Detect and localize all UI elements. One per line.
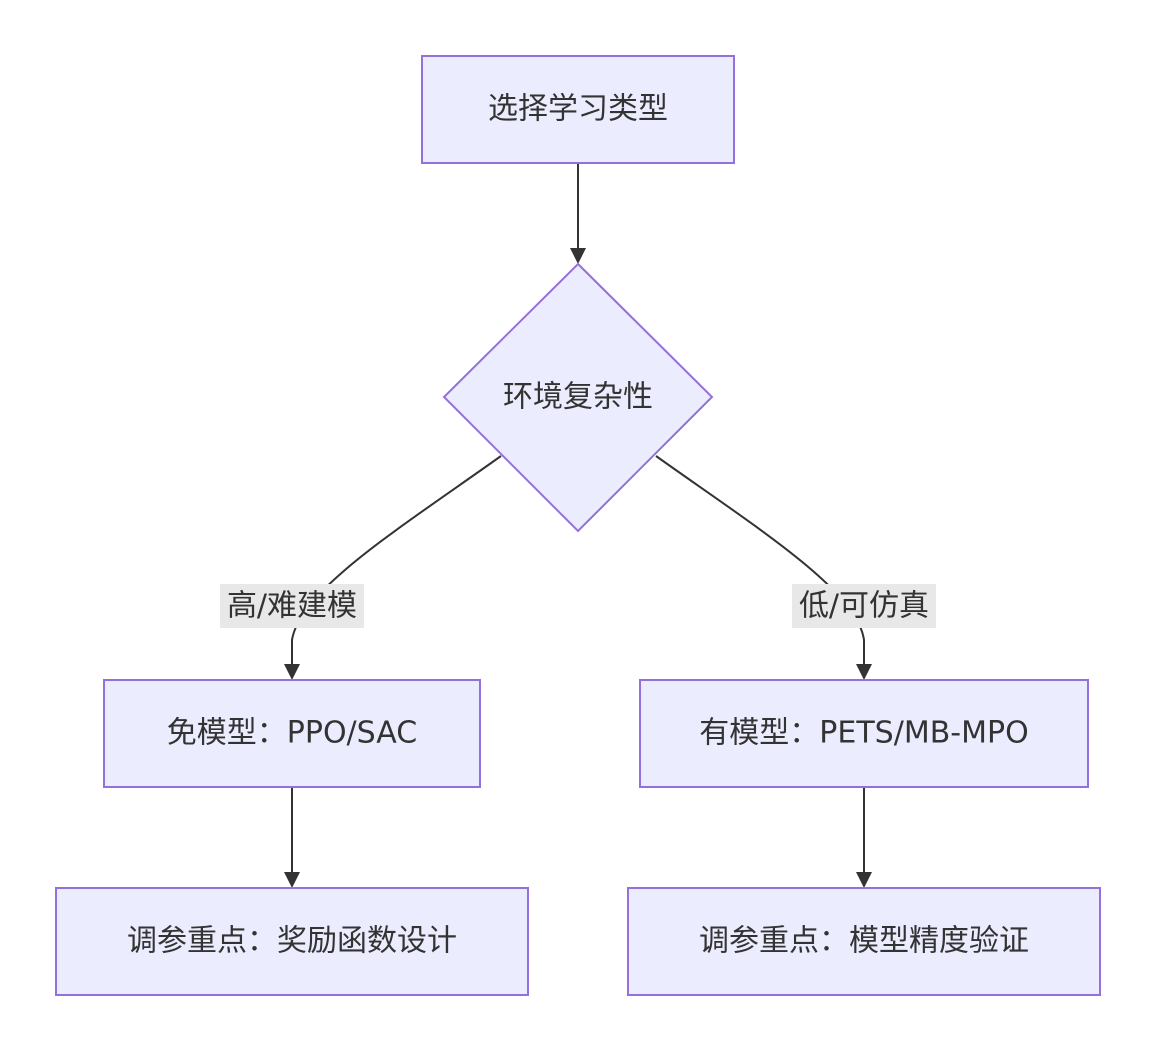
node-tune-based-label: 调参重点：模型精度验证 <box>699 924 1029 959</box>
node-model-free-label: 免模型：PPO/SAC <box>167 716 417 751</box>
edge-label-left-bg <box>220 584 364 628</box>
edge-label-right-text: 低/可仿真 <box>799 589 929 624</box>
arrowhead-start-decision <box>570 248 586 264</box>
node-decision-label: 环境复杂性 <box>503 380 653 415</box>
edge-decision-to-model-free <box>291 455 502 668</box>
node-tune-based[interactable]: 调参重点：模型精度验证 <box>627 887 1101 996</box>
edge-decision-to-model-based <box>655 455 865 668</box>
node-start-label: 选择学习类型 <box>488 92 668 127</box>
node-start-box <box>421 55 735 164</box>
node-tune-based-box <box>627 887 1101 996</box>
node-decision-diamond <box>442 262 714 533</box>
edge-label-left: 高/难建模 <box>220 584 364 628</box>
edge-label-right: 低/可仿真 <box>792 584 936 628</box>
edge-label-right-bg <box>792 584 936 628</box>
node-model-based-box <box>639 679 1089 788</box>
arrowhead-model-free-tune <box>284 872 300 888</box>
node-model-free-box <box>103 679 481 788</box>
node-decision[interactable]: 环境复杂性 <box>442 262 714 533</box>
arrowhead-decision-model-free <box>284 664 300 680</box>
arrowhead-decision-model-based <box>856 664 872 680</box>
node-tune-free-label: 调参重点：奖励函数设计 <box>127 924 457 959</box>
node-model-based[interactable]: 有模型：PETS/MB-MPO <box>639 679 1089 788</box>
edge-label-left-text: 高/难建模 <box>227 589 357 624</box>
node-model-free[interactable]: 免模型：PPO/SAC <box>103 679 481 788</box>
node-start[interactable]: 选择学习类型 <box>421 55 735 164</box>
arrowhead-model-based-tune <box>856 872 872 888</box>
node-model-based-label: 有模型：PETS/MB-MPO <box>699 716 1028 751</box>
node-tune-free-box <box>55 887 529 996</box>
node-tune-free[interactable]: 调参重点：奖励函数设计 <box>55 887 529 996</box>
